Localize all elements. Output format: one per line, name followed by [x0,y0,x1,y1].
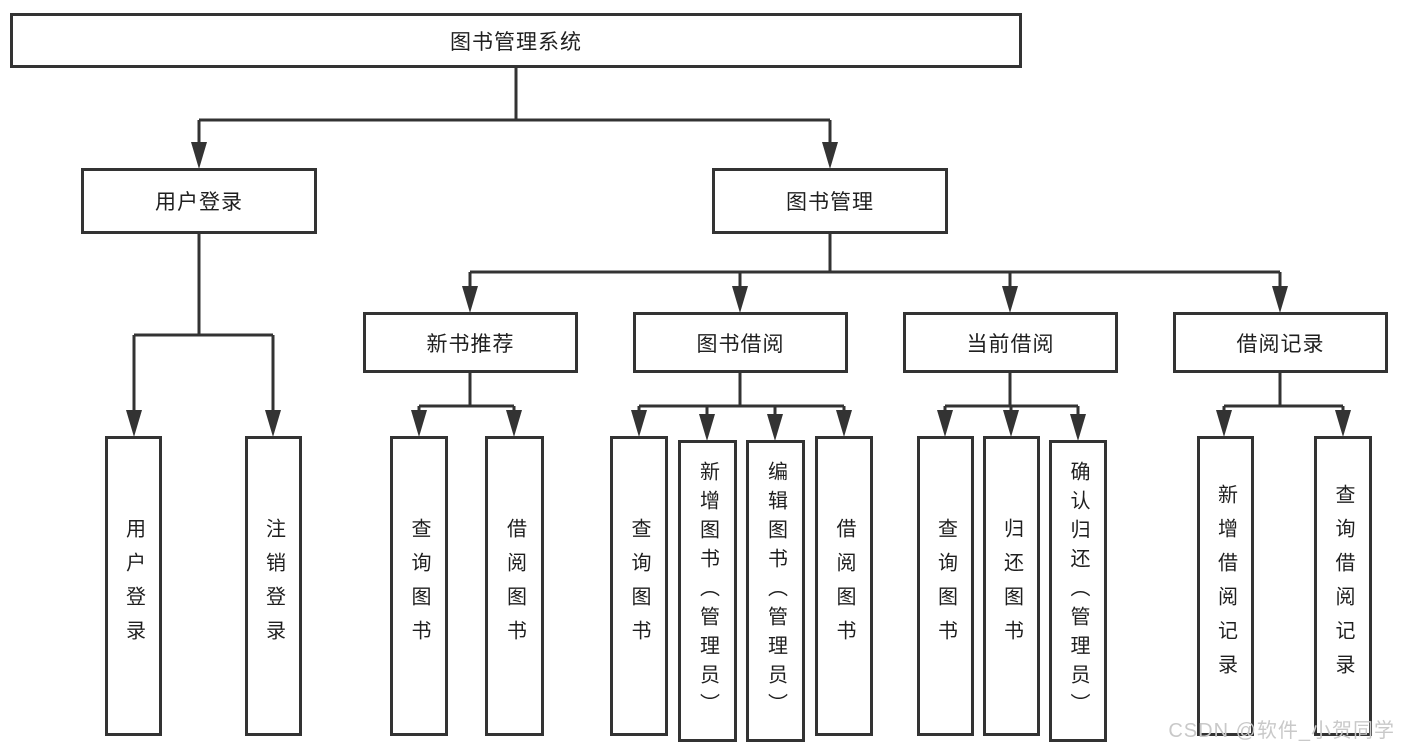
leaf-label: 查询图书 [408,518,430,654]
node-book-borrowing: 图书借阅 [633,312,848,373]
node-label: 当前借阅 [966,332,1055,356]
csdn-watermark: CSDN @软件_小贺同学 [1168,720,1395,742]
leaf-borrowing-edit-books-admin: 编辑图书（管理员） [746,440,805,742]
node-label: 图书管理 [786,191,874,214]
node-new-book-recommend: 新书推荐 [363,312,578,373]
leaf-label: 查询图书 [628,518,650,654]
node-label: 图书借阅 [696,332,785,356]
leaf-label: 借阅图书 [833,518,855,654]
leaf-recommend-query-books: 查询图书 [390,436,448,736]
leaf-records-add-borrow-record: 新增借阅记录 [1197,436,1254,736]
leaf-label: 查询借阅记录 [1332,484,1354,688]
leaf-label: 借阅图书 [503,518,526,654]
leaf-records-query-borrow-record: 查询借阅记录 [1314,436,1372,736]
node-current-borrowing: 当前借阅 [903,312,1118,373]
leaf-label: 编辑图书（管理员） [764,460,787,722]
leaf-label: 确认归还（管理员） [1067,460,1089,722]
leaf-current-return-books: 归还图书 [983,436,1040,736]
leaf-label: 新增借阅记录 [1214,484,1237,688]
node-label: 新书推荐 [426,332,515,356]
leaf-borrowing-borrow-books: 借阅图书 [815,436,873,736]
leaf-label: 归还图书 [1000,518,1023,654]
node-borrowing-records: 借阅记录 [1173,312,1388,373]
leaf-borrowing-add-books-admin: 新增图书（管理员） [678,440,737,742]
leaf-label: 用户登录 [122,518,145,654]
node-book-management: 图书管理 [712,168,948,234]
leaf-recommend-borrow-books: 借阅图书 [485,436,544,736]
node-library-management-system: 图书管理系统 [10,13,1022,68]
leaf-current-query-books: 查询图书 [917,436,974,736]
leaf-current-confirm-return-admin: 确认归还（管理员） [1049,440,1107,742]
node-user-login: 用户登录 [81,168,317,234]
leaf-logout-login: 注销登录 [245,436,302,736]
leaf-user-login: 用户登录 [105,436,162,736]
leaf-label: 注销登录 [262,518,285,654]
leaf-label: 查询图书 [934,518,957,654]
leaf-borrowing-query-books: 查询图书 [610,436,668,736]
node-label: 借阅记录 [1236,332,1325,356]
node-label: 图书管理系统 [450,30,582,54]
leaf-label: 新增图书（管理员） [696,460,719,722]
node-label: 用户登录 [155,191,243,214]
